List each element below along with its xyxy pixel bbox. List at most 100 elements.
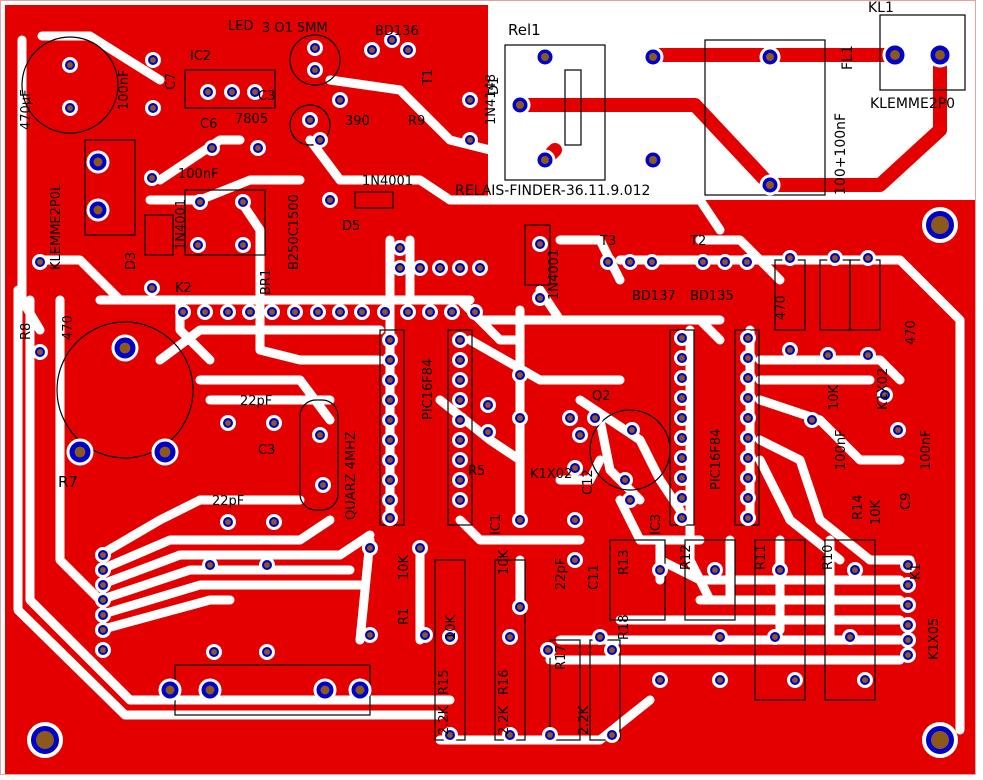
label-t1: T1 (421, 69, 436, 86)
label-470-a: 470 (774, 295, 789, 320)
pad (782, 250, 798, 266)
pad (877, 387, 893, 403)
pad (695, 254, 711, 270)
label-kl1: KL1 (868, 0, 894, 16)
pad (534, 149, 556, 171)
pad (712, 629, 728, 645)
label-2k2-b: 2.2K (497, 705, 512, 735)
label-r7: R7 (58, 473, 78, 491)
label-ic3: IC3 (649, 514, 664, 535)
label-led-size: 3 O1 5MM (262, 21, 328, 36)
pad (860, 250, 876, 266)
pad (266, 514, 282, 530)
label-q2: Q2 (592, 389, 611, 404)
label-pic-a: PIC16F84 (421, 359, 436, 420)
pad (624, 422, 640, 438)
pad (175, 304, 191, 320)
t1-outline (289, 104, 331, 146)
pad (362, 540, 378, 556)
pad (652, 562, 668, 578)
pad (462, 132, 478, 148)
r10-outline (824, 539, 876, 701)
pad (452, 452, 468, 468)
pad (622, 492, 638, 508)
mounting-holes (27, 207, 958, 758)
pad (452, 352, 468, 368)
label-fuse-cap: 100+100nF (833, 113, 849, 195)
pad (480, 424, 496, 440)
label-k1x02-b: K1X02 (876, 368, 891, 410)
pad (572, 427, 588, 443)
klemme-b-outline (84, 139, 136, 236)
label-c3: C3 (258, 89, 275, 104)
label-d5-val: 1N4001 (362, 174, 413, 189)
label-2k2-c: 2.2K (577, 705, 592, 735)
label-r10: R10 (821, 544, 836, 570)
pad (313, 678, 337, 702)
pad (759, 174, 781, 196)
pad (392, 240, 408, 256)
label-br1: BR1 (259, 269, 274, 295)
label-r8: R8 (19, 323, 34, 340)
label-22pf: 22pF (554, 558, 569, 590)
pad (767, 629, 783, 645)
pad (204, 140, 220, 156)
pad (382, 510, 398, 526)
pad (95, 577, 111, 593)
pad (592, 629, 608, 645)
pad (442, 629, 458, 645)
pad (740, 490, 756, 506)
pad (95, 607, 111, 623)
pad (95, 547, 111, 563)
pad (782, 342, 798, 358)
label-r13: R13 (617, 549, 632, 575)
pad (512, 599, 528, 615)
pad (900, 632, 916, 648)
pad (86, 150, 110, 174)
label-r9: R9 (408, 114, 425, 129)
pad (804, 412, 820, 428)
pad (198, 678, 222, 702)
pad (377, 304, 393, 320)
label-c1-val: 470µF (19, 89, 34, 130)
pad (382, 452, 398, 468)
br1-outline (184, 189, 266, 256)
pad (674, 410, 690, 426)
label-ic1: IC1 (489, 514, 504, 535)
pad (86, 198, 110, 222)
pad (787, 672, 803, 688)
pads (32, 32, 953, 743)
pad (332, 304, 348, 320)
label-k2: K2 (175, 281, 192, 296)
label-r12: R12 (679, 544, 694, 570)
pad (480, 397, 496, 413)
pad (200, 84, 216, 100)
pad (95, 562, 111, 578)
pad (604, 642, 620, 658)
rel1-outline (504, 44, 606, 181)
pad (95, 642, 111, 658)
pad (412, 540, 428, 556)
pad (190, 237, 206, 253)
label-r16: R16 (497, 669, 512, 695)
pad (452, 332, 468, 348)
label-bd135: BD135 (690, 289, 734, 304)
pad (197, 304, 213, 320)
pad (382, 412, 398, 428)
d5-outline (354, 191, 394, 209)
r13-outline (609, 539, 666, 621)
ic1-outline-b (447, 329, 473, 526)
pad (220, 415, 236, 431)
pad (712, 672, 728, 688)
pad (362, 627, 378, 643)
r7-outline (56, 321, 194, 459)
label-r14-val: 10K (869, 499, 884, 525)
label-10k-a: 10K (827, 384, 842, 410)
pad (674, 370, 690, 386)
label-r1-val: 10K (397, 554, 412, 580)
pad (927, 42, 953, 68)
q2-outline (589, 409, 671, 491)
pad (332, 92, 348, 108)
pad (674, 350, 690, 366)
